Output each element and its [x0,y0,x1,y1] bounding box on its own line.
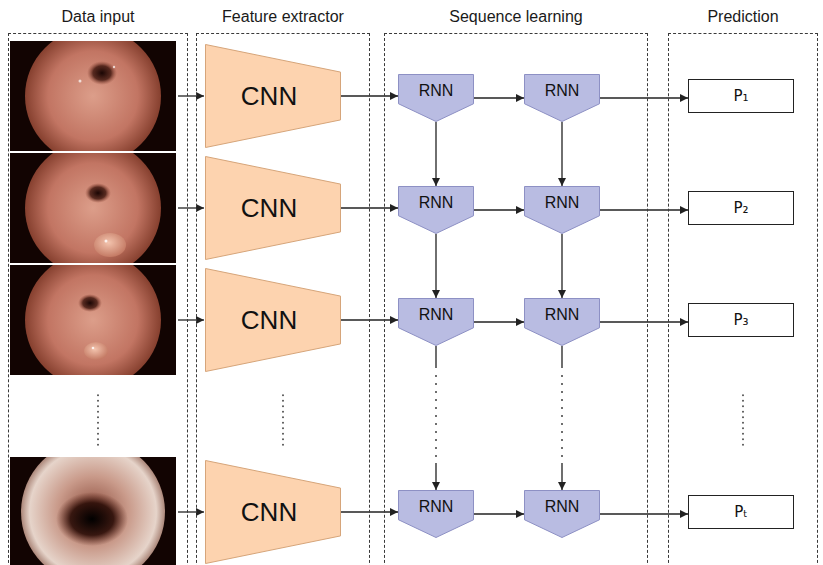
prediction-box: P₃ [688,303,794,337]
trapezoid-outline [206,461,341,564]
stage-heading: Data input [62,8,135,25]
ellipsis-dots [742,395,744,445]
prediction-label: P₃ [733,311,748,329]
rnn-cell: RNN [524,186,600,234]
rnn-cell: RNN [524,490,600,538]
cnn-block: CNN [205,44,341,148]
heading-holder: Sequence learning [355,5,677,29]
stage-heading: Feature extractor [222,8,344,25]
cnn-block: CNN [205,460,341,564]
pentagon-outline [399,491,474,538]
pentagon-outline [399,187,474,234]
pentagon-outline [399,75,474,122]
trapezoid-outline [206,45,341,148]
endoscopy-frame [10,457,176,565]
trapezoid-outline [206,157,341,260]
heading-holder: Feature extractor [167,5,399,29]
endoscopy-frame [10,265,176,375]
rnn-label: RNN [419,306,454,324]
heading-holder: Prediction [639,5,823,29]
cnn-block: CNN [205,268,341,372]
prediction-label: P₂ [733,199,748,217]
flow-arrow [600,321,688,322]
input-arrow [178,207,204,208]
prediction-box: Pₜ [688,495,794,529]
rnn-cell: RNN [398,490,474,538]
stage-heading: Prediction [707,8,778,25]
rnn-label: RNN [545,498,580,516]
rnn-label: RNN [419,498,454,516]
flow-arrow [561,346,562,490]
rnn-label: RNN [545,82,580,100]
flow-arrow [600,513,688,514]
prediction-box: P₂ [688,191,794,225]
ellipsis-dots [282,395,284,445]
ellipsis-dots [98,395,743,445]
pentagon-outline [525,187,600,234]
stage-panel: Feature extractorCNNCNNCNNCNN [196,33,370,565]
stage-panel: Sequence learningRNNRNNRNNRNNRNNRNNRNNRN… [384,33,648,565]
input-arrow [178,511,204,512]
flow-arrow [561,122,562,186]
rnn-label: RNN [545,194,580,212]
input-arrows [178,96,204,512]
cnn-label: CNN [241,497,297,528]
stage-panel: PredictionP₁P₂P₃Pₜ [668,33,818,565]
stage-panel: Data input [8,33,188,565]
endoscopy-frame [10,153,176,263]
flow-arrow [474,513,524,514]
prediction-label: Pₜ [734,503,747,521]
flow-arrow [600,209,688,210]
rnn-label: RNN [419,194,454,212]
rnn-cell: RNN [524,74,600,122]
flow-arrow [474,97,524,98]
endoscopy-frame [10,41,176,151]
flow-arrow [435,234,436,298]
prediction-box: P₁ [688,79,794,113]
pentagon-outline [525,75,600,122]
flow-arrow [435,346,436,490]
rnn-label: RNN [545,306,580,324]
rnn-cell: RNN [398,74,474,122]
cnn-label: CNN [241,193,297,224]
rnn-label: RNN [419,82,454,100]
rnn-cell: RNN [524,298,600,346]
flow-arrow [561,234,562,298]
cnn-block: CNN [205,156,341,260]
pentagon-outline [525,299,600,346]
rnn-cell: RNN [398,298,474,346]
rnn-cell: RNN [398,186,474,234]
flow-arrow [435,122,436,186]
heading-holder: Data input [0,5,217,29]
pentagon-outline [399,299,474,346]
flow-arrow [474,209,524,210]
flow-arrow [474,321,524,322]
cnn-label: CNN [241,305,297,336]
flow-arrow [600,97,688,98]
input-arrow [178,95,204,96]
pentagon-outline [525,491,600,538]
prediction-label: P₁ [733,87,748,105]
input-arrow [178,319,204,320]
cnn-label: CNN [241,81,297,112]
ellipsis-dots [97,395,99,445]
trapezoid-outline [206,269,341,372]
stage-heading: Sequence learning [449,8,582,25]
